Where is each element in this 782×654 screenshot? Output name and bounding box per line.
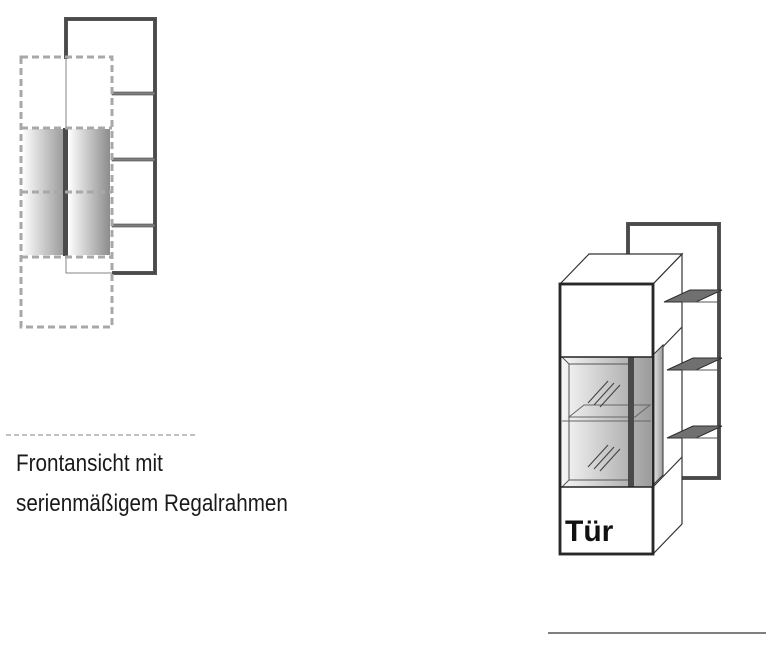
iso-shelf-lines bbox=[682, 301, 718, 439]
iso-cabinet-front bbox=[558, 282, 655, 556]
front-cabinet-dashed-outline bbox=[19, 55, 114, 329]
door-label: Tür bbox=[565, 515, 614, 548]
front-view bbox=[19, 17, 157, 329]
caption-line-1: Frontansicht mit bbox=[16, 450, 163, 477]
front-shelves bbox=[111, 91, 156, 228]
caption-line-2: serienmäßigem Regalrahmen bbox=[16, 490, 288, 517]
isometric-view bbox=[558, 222, 723, 556]
